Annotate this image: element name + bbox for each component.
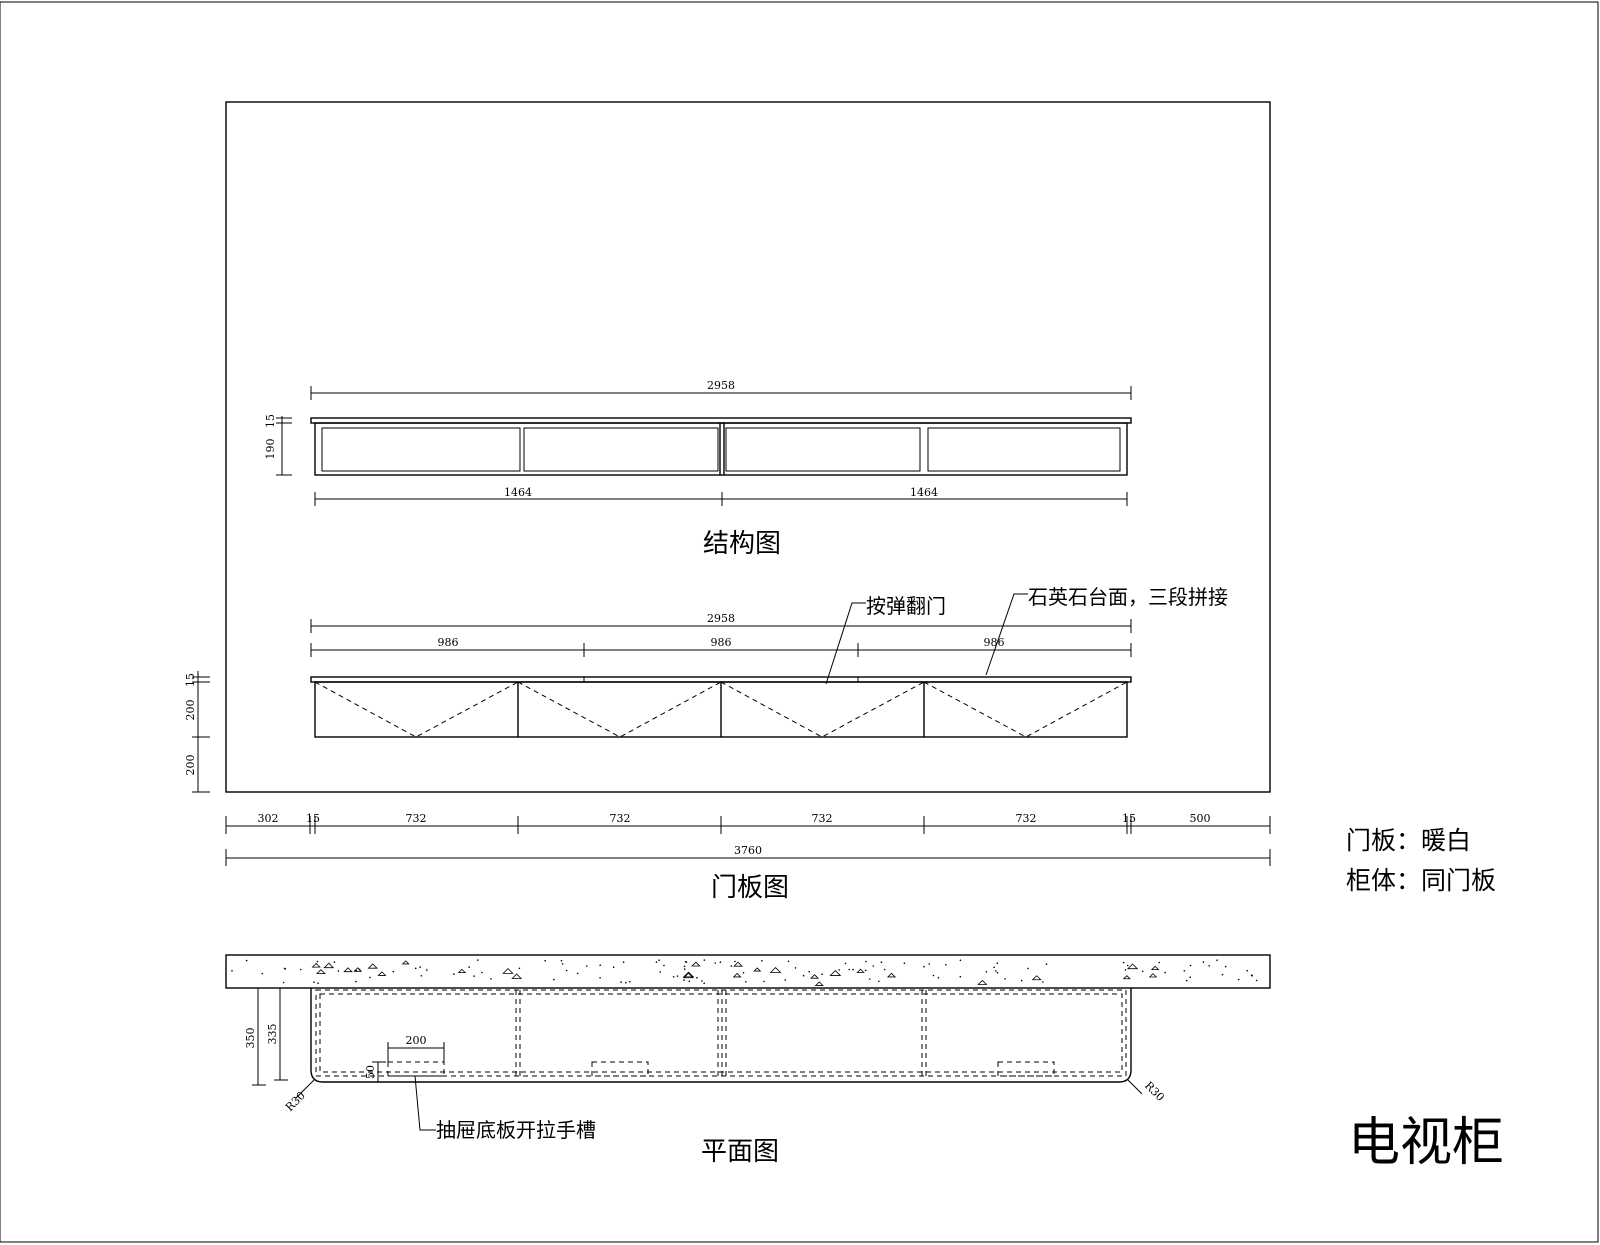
dim-bottom-door-3: 732 [812, 812, 833, 825]
dim-plan-radius-right: R30 [1142, 1079, 1167, 1104]
dim-structure-half-right: 1464 [910, 486, 938, 499]
dim-door-top-1: 986 [438, 636, 459, 649]
dim-structure-top-thk: 15 [264, 414, 277, 428]
dim-plan-depth-inner: 335 [266, 1024, 279, 1045]
dim-door-top-2: 986 [711, 636, 732, 649]
dim-structure-height: 190 [264, 439, 277, 460]
wall-section [225, 954, 1271, 989]
door-view: 按弹翻门 石英石台面，三段拼接 2958 986 986 986 [184, 585, 1228, 793]
material-cabinet: 柜体：同门板 [1346, 866, 1496, 895]
concrete-hatch [231, 959, 1258, 986]
dim-door-top-3: 986 [984, 636, 1005, 649]
dim-bottom-door-2: 732 [610, 812, 631, 825]
dim-plan-radius-left: R30 [283, 1089, 308, 1114]
dim-overall: 3760 [734, 844, 762, 857]
dim-structure-half-left: 1464 [504, 486, 532, 499]
dim-bottom-left-gap: 302 [258, 812, 279, 825]
callout-top: 石英石台面，三段拼接 [1028, 585, 1228, 609]
dim-structure-total: 2958 [707, 379, 735, 392]
callout-door: 按弹翻门 [866, 594, 946, 618]
dim-bottom-side-r: 15 [1122, 812, 1136, 825]
dim-plan-depth-outer: 350 [244, 1028, 257, 1049]
drawing-title: 电视柜 [1348, 1113, 1504, 1173]
dim-plan-slot-width: 200 [406, 1034, 427, 1047]
dim-door-top-thk: 15 [184, 673, 197, 687]
material-door: 门板：暖白 [1346, 826, 1471, 855]
dim-door-height: 200 [184, 700, 197, 721]
dim-plan-slot-depth: 50 [364, 1065, 377, 1079]
dim-door-total: 2958 [707, 612, 735, 625]
bottom-dimensions: 302 15 732 732 732 732 15 500 3760 门板图 [225, 812, 1271, 903]
wall-frame [225, 101, 1271, 793]
plan-view: 200 50 350 335 R30 R30 抽屉底板开拉手槽 平面图 [225, 954, 1271, 1167]
structure-view-title: 结构图 [703, 529, 781, 559]
callout-slot: 抽屉底板开拉手槽 [436, 1118, 596, 1142]
door-view-title: 门板图 [711, 873, 789, 903]
dim-bottom-right-gap: 500 [1190, 812, 1211, 825]
dim-bottom-door-4: 732 [1016, 812, 1037, 825]
dim-bottom-door-1: 732 [406, 812, 427, 825]
dim-door-leg: 200 [184, 755, 197, 776]
plan-view-title: 平面图 [701, 1137, 779, 1167]
dim-bottom-side-l: 15 [306, 812, 320, 825]
structure-view: 2958 15 190 1464 1464 结构图 [264, 379, 1132, 559]
